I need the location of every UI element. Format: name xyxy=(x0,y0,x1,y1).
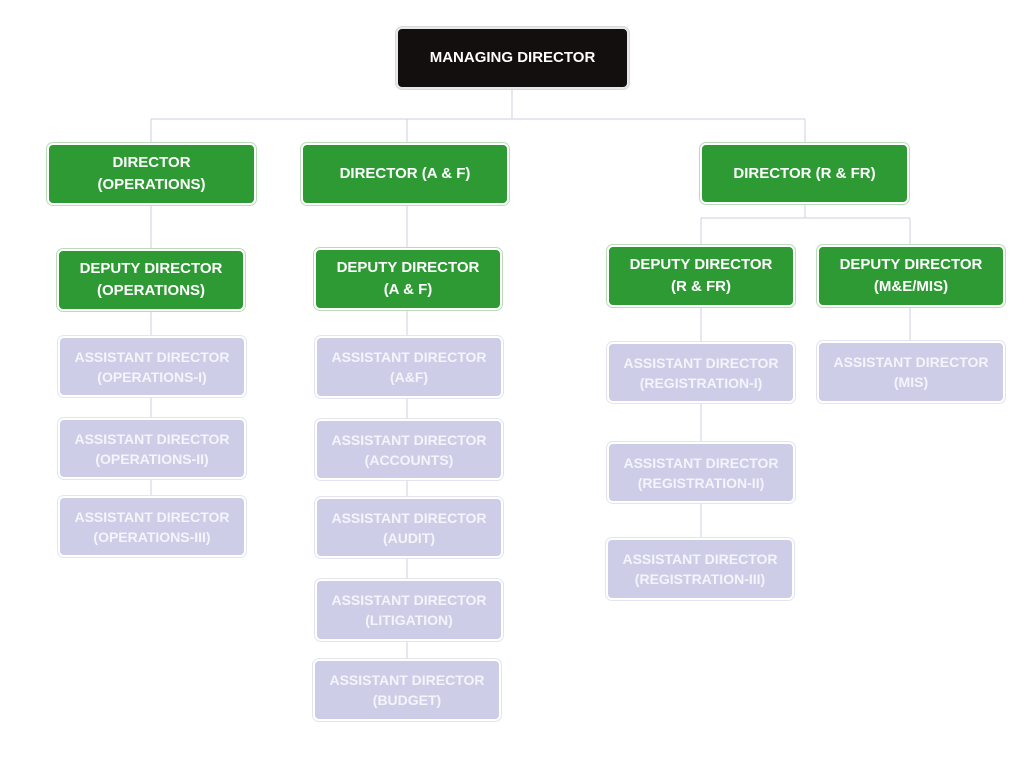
assistant-director-budget-box[interactable]: ASSISTANT DIRECTOR (BUDGET) xyxy=(313,659,501,721)
assistant-director-litigation-box[interactable]: ASSISTANT DIRECTOR (LITIGATION) xyxy=(315,579,503,641)
box-sublabel: (ACCOUNTS) xyxy=(364,451,454,468)
deputy-director-operations-box[interactable]: DEPUTY DIRECTOR (OPERATIONS) xyxy=(57,249,245,311)
box-label: DEPUTY DIRECTOR xyxy=(839,256,983,273)
director-operations-box[interactable]: DIRECTOR (OPERATIONS) xyxy=(47,143,256,205)
box-label: ASSISTANT DIRECTOR xyxy=(623,354,779,371)
box-sublabel: (BUDGET) xyxy=(372,692,442,708)
box-label: ASSISTANT DIRECTOR xyxy=(329,672,485,688)
box-label: ASSISTANT DIRECTOR xyxy=(74,348,230,365)
box-label: DEPUTY DIRECTOR xyxy=(629,256,773,273)
box-label: ASSISTANT DIRECTOR xyxy=(331,509,487,526)
deputy-director-rfr-box[interactable]: DEPUTY DIRECTOR (R & FR) xyxy=(607,245,795,307)
box-label: DEPUTY DIRECTOR xyxy=(336,259,480,276)
deputy-director-memis-box[interactable]: DEPUTY DIRECTOR (M&E/MIS) xyxy=(817,245,1005,307)
assistant-director-registration-i-box[interactable]: ASSISTANT DIRECTOR (REGISTRATION-I) xyxy=(607,342,795,403)
assistant-director-registration-ii-box[interactable]: ASSISTANT DIRECTOR (REGISTRATION-II) xyxy=(607,442,795,503)
assistant-director-operations-ii-box[interactable]: ASSISTANT DIRECTOR (OPERATIONS-II) xyxy=(58,418,246,479)
box-sublabel: (A&F) xyxy=(389,369,429,385)
assistant-director-operations-iii-box[interactable]: ASSISTANT DIRECTOR (OPERATIONS-III) xyxy=(58,496,246,557)
box-sublabel: (OPERATIONS) xyxy=(96,282,206,299)
box-label: DEPUTY DIRECTOR xyxy=(79,260,223,277)
director-rfr-box[interactable]: DIRECTOR (R & FR) xyxy=(700,143,909,204)
box-label: DIRECTOR (A & F) xyxy=(339,165,471,182)
deputy-director-af-box[interactable]: DEPUTY DIRECTOR (A & F) xyxy=(314,248,502,310)
box-sublabel: (MIS) xyxy=(893,374,929,390)
box-label: DIRECTOR (R & FR) xyxy=(733,164,876,182)
box-sublabel: (OPERATIONS-I) xyxy=(97,368,207,385)
box-sublabel: (OPERATIONS-II) xyxy=(95,450,209,467)
box-sublabel: (M&E/MIS) xyxy=(873,278,949,295)
box-sublabel: (LITIGATION) xyxy=(365,612,453,628)
box-label: ASSISTANT DIRECTOR xyxy=(623,454,779,471)
assistant-director-audit-box[interactable]: ASSISTANT DIRECTOR (AUDIT) xyxy=(315,497,503,558)
assistant-director-af-box[interactable]: ASSISTANT DIRECTOR (A&F) xyxy=(315,336,503,398)
assistant-director-mis-box[interactable]: ASSISTANT DIRECTOR (MIS) xyxy=(817,341,1005,403)
assistant-director-registration-iii-box[interactable]: ASSISTANT DIRECTOR (REGISTRATION-III) xyxy=(606,538,794,600)
box-sublabel: (OPERATIONS) xyxy=(97,176,206,193)
box-label: ASSISTANT DIRECTOR xyxy=(622,551,778,567)
box-sublabel: (REGISTRATION-III) xyxy=(634,571,766,587)
box-label: ASSISTANT DIRECTOR xyxy=(331,349,487,365)
managing-director-box[interactable]: MANAGING DIRECTOR xyxy=(396,27,629,89)
box-label: ASSISTANT DIRECTOR xyxy=(833,354,989,370)
box-label: DIRECTOR xyxy=(112,154,191,171)
director-af-box[interactable]: DIRECTOR (A & F) xyxy=(301,143,509,205)
box-sublabel: (OPERATIONS-III) xyxy=(93,528,211,545)
box-label: ASSISTANT DIRECTOR xyxy=(74,430,230,447)
assistant-director-accounts-box[interactable]: ASSISTANT DIRECTOR (ACCOUNTS) xyxy=(315,419,503,480)
box-sublabel: (REGISTRATION-I) xyxy=(639,374,763,391)
box-label: ASSISTANT DIRECTOR xyxy=(74,508,230,525)
box-sublabel: (AUDIT) xyxy=(382,529,436,546)
box-label: ASSISTANT DIRECTOR xyxy=(331,431,487,448)
box-sublabel: (R & FR) xyxy=(671,278,731,295)
box-sublabel: (A & F) xyxy=(383,281,433,298)
assistant-director-operations-i-box[interactable]: ASSISTANT DIRECTOR (OPERATIONS-I) xyxy=(58,336,246,397)
box-label: MANAGING DIRECTOR xyxy=(429,49,596,66)
box-sublabel: (REGISTRATION-II) xyxy=(637,474,765,491)
box-label: ASSISTANT DIRECTOR xyxy=(331,592,487,608)
